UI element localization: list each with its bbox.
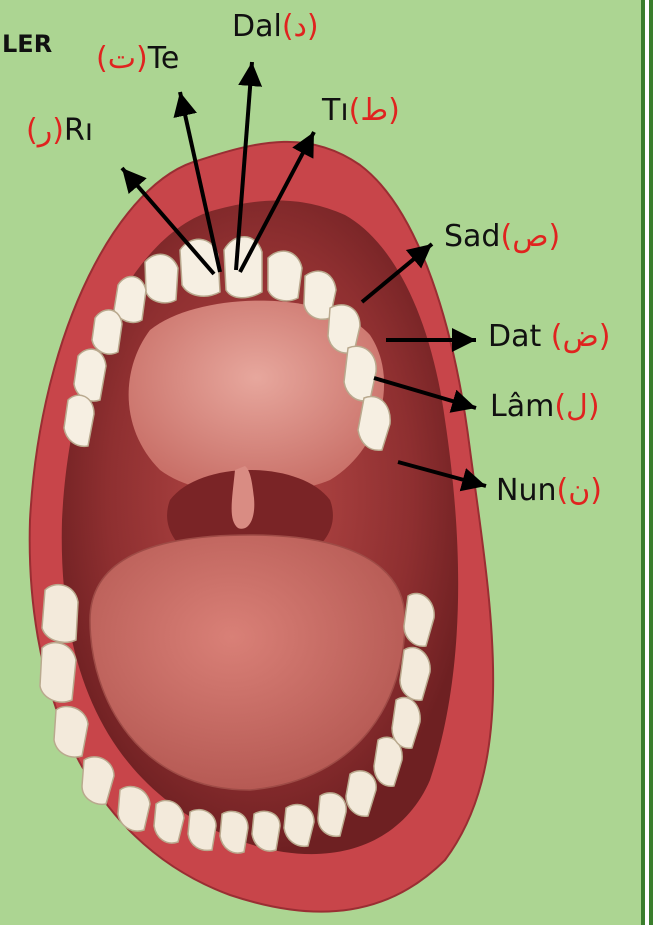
latin-name-nun: Nun xyxy=(496,473,556,508)
label-nun: Nun(ن) xyxy=(496,476,602,506)
arabic-letter-ti: (ط) xyxy=(349,93,400,128)
arabic-letter-nun: (ن) xyxy=(556,473,601,508)
latin-name-te: Te xyxy=(148,41,180,76)
latin-name-ti: Tı xyxy=(322,93,349,128)
arabic-letter-ri: (ر) xyxy=(26,113,64,148)
label-te: (ت)Te xyxy=(96,44,179,74)
latin-name-sad: Sad xyxy=(444,219,500,254)
label-dal: Dal(د) xyxy=(232,12,319,42)
arabic-letter-lam: (ل) xyxy=(554,389,599,424)
label-ri: (ر)Rı xyxy=(26,116,93,146)
latin-name-lam: Lâm xyxy=(490,389,554,424)
label-ti: Tı(ط) xyxy=(322,96,400,126)
latin-name-dal: Dal xyxy=(232,9,282,44)
arabic-letter-sad: (ص) xyxy=(500,219,560,254)
arabic-letter-dal: (د) xyxy=(282,9,319,44)
right-border-frame xyxy=(641,0,655,925)
arabic-letter-dat: (ض) xyxy=(551,319,611,354)
label-lam: Lâm(ل) xyxy=(490,392,600,422)
arabic-letter-te: (ت) xyxy=(96,41,148,76)
cropped-heading-fragment: LER xyxy=(2,30,52,58)
label-sad: Sad(ص) xyxy=(444,222,560,252)
latin-name-dat: Dat xyxy=(488,319,541,354)
label-dat: Dat (ض) xyxy=(488,322,611,352)
latin-name-ri: Rı xyxy=(64,113,93,148)
mouth-illustration xyxy=(0,0,641,925)
